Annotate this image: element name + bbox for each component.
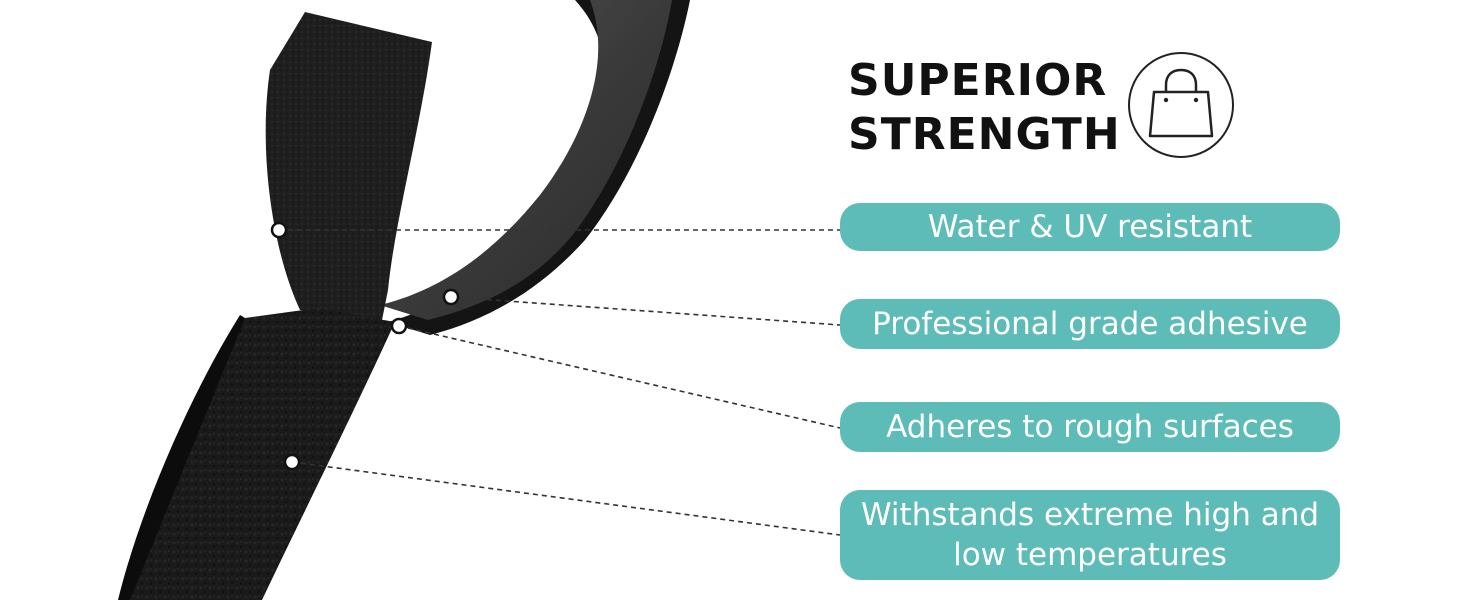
hook-side <box>265 12 432 320</box>
anchor-dot-loop-side <box>283 453 301 471</box>
feature-rough-surfaces: Adheres to rough surfaces <box>840 402 1340 452</box>
shopping-bag-badge <box>1128 52 1234 158</box>
anchor-dot-fold-junction <box>390 317 408 335</box>
hook-and-loop-tape-illustration <box>118 0 690 600</box>
feature-label-line-2: low temperatures <box>953 537 1227 573</box>
leader-line-adhesive-backing <box>450 296 841 326</box>
anchor-dot-adhesive-backing <box>442 288 460 306</box>
anchor-dot-hook-side <box>270 221 288 239</box>
feature-extreme-temperatures: Withstands extreme high and low temperat… <box>840 490 1340 580</box>
headline-line-2: STRENGTH <box>848 109 1121 160</box>
adhesive-backing <box>380 0 672 320</box>
feature-professional-adhesive: Professional grade adhesive <box>840 299 1340 349</box>
headline-line-1: SUPERIOR <box>848 55 1108 106</box>
headline: SUPERIOR STRENGTH <box>848 54 1121 162</box>
feature-label: Water & UV resistant <box>927 209 1253 245</box>
leader-line-fold-junction <box>398 325 841 429</box>
loop-side <box>130 308 395 600</box>
feature-water-uv-resistant: Water & UV resistant <box>840 203 1340 251</box>
leader-line-loop-side <box>291 461 841 536</box>
feature-label: Withstands extreme high and <box>860 497 1320 533</box>
shopping-bag-icon <box>1148 68 1214 138</box>
feature-label: Adheres to rough surfaces <box>886 409 1294 445</box>
feature-label: Professional grade adhesive <box>872 306 1308 342</box>
